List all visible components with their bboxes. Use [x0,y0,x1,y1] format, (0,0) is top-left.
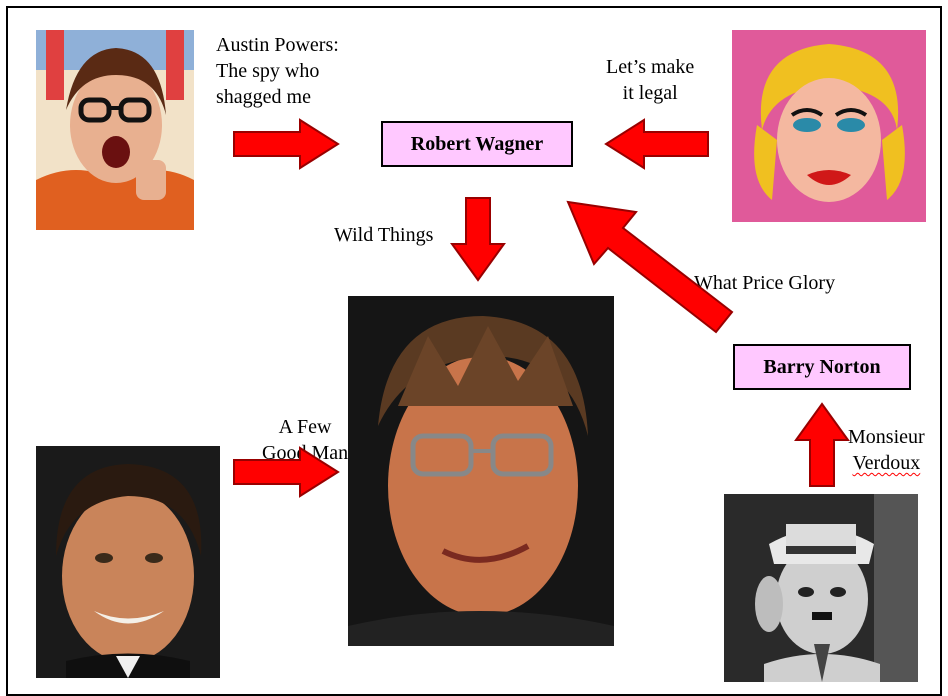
edge-label-wild-things: Wild Things [334,224,434,246]
arrow-austin-to-wagner [233,118,340,170]
barry-norton-node: Barry Norton [733,344,911,390]
barry-norton-label: Barry Norton [763,355,881,378]
marilyn-monroe-photo [732,30,926,222]
edge-label-lets-make-it-legal: Let’s make it legal [606,56,695,104]
austin-powers-photo [36,30,194,230]
arrow-cruise-to-bacon [233,446,340,498]
edge-label-what-price-glory: What Price Glory [694,272,836,294]
arrow-norton-to-wagner [566,200,734,334]
arrow-wagner-to-bacon [450,197,506,282]
tom-cruise-photo [36,446,220,678]
arrow-chaplin-to-norton [794,402,850,487]
robert-wagner-node: Robert Wagner [381,121,573,167]
kevin-bacon-photo [348,296,614,646]
robert-wagner-label: Robert Wagner [410,132,544,155]
edge-label-austin-powers: Austin Powers: The spy who shagged me [216,34,339,108]
edge-label-monsieur-verdoux: Monsieur Verdoux [848,426,925,474]
charlie-chaplin-photo [724,494,918,682]
arrow-marilyn-to-wagner [604,118,709,170]
